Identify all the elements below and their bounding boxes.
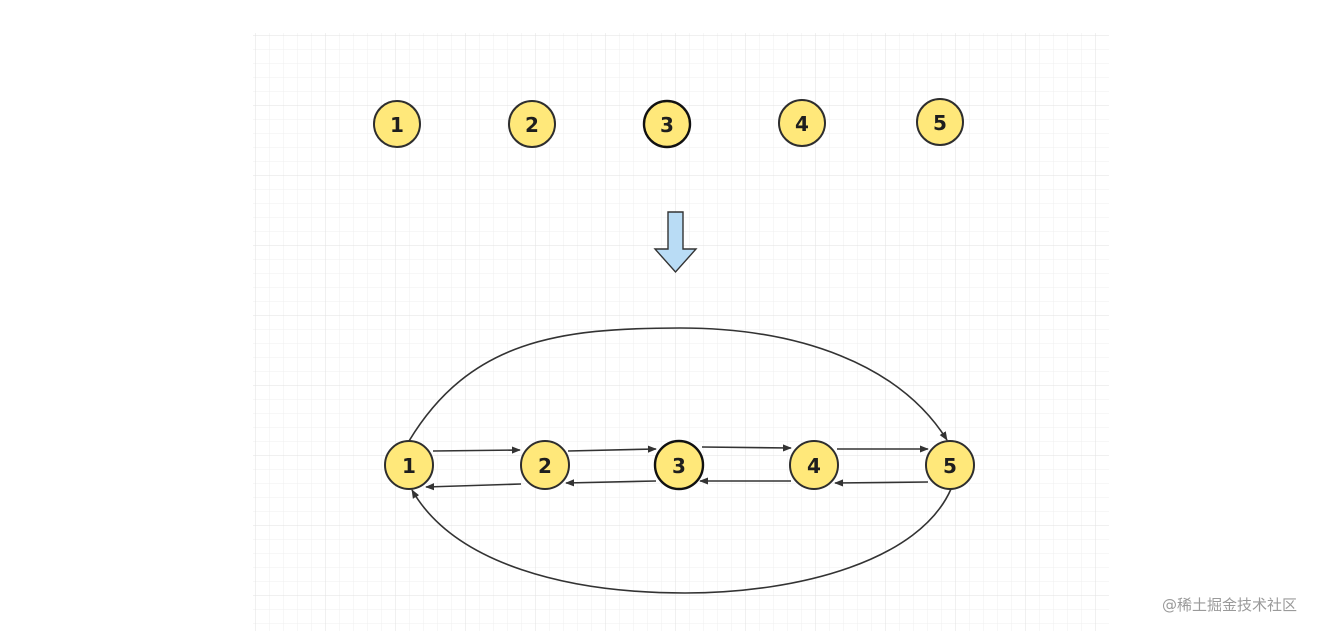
ring-node-1: 1 <box>384 440 434 490</box>
top-node-2: 2 <box>508 100 556 148</box>
edge-5-to-4 <box>834 479 929 487</box>
ring-node-5-label: 5 <box>943 454 957 478</box>
ring-node-3-label: 3 <box>672 454 686 478</box>
edge-2-to-1 <box>425 483 522 491</box>
edge-3-to-4 <box>701 444 792 452</box>
ring-node-2-label: 2 <box>538 454 552 478</box>
ring-node-1-label: 1 <box>402 454 416 478</box>
top-node-1: 1 <box>373 100 421 148</box>
top-node-4-label: 4 <box>795 112 809 136</box>
watermark-text: @稀土掘金技术社区 <box>1161 596 1297 614</box>
ring-node-2: 2 <box>520 440 570 490</box>
down-arrow-icon <box>653 211 698 274</box>
top-node-3: 3 <box>642 99 692 149</box>
edge-2-to-3 <box>567 445 657 453</box>
top-node-2-label: 2 <box>525 113 539 137</box>
ring-node-4-label: 4 <box>807 454 821 478</box>
top-node-4: 4 <box>778 99 826 147</box>
top-node-5: 5 <box>916 98 964 146</box>
edge-3-to-2 <box>565 479 657 487</box>
edge-1-to-5 <box>408 327 948 442</box>
top-node-5-label: 5 <box>933 111 947 135</box>
top-node-1-label: 1 <box>390 113 404 137</box>
ring-node-5: 5 <box>925 440 975 490</box>
edge-1-to-2 <box>432 446 521 454</box>
top-node-3-label: 3 <box>660 113 674 137</box>
ring-node-3: 3 <box>653 439 705 491</box>
edge-5-to-1 <box>411 488 952 594</box>
ring-node-4: 4 <box>789 440 839 490</box>
